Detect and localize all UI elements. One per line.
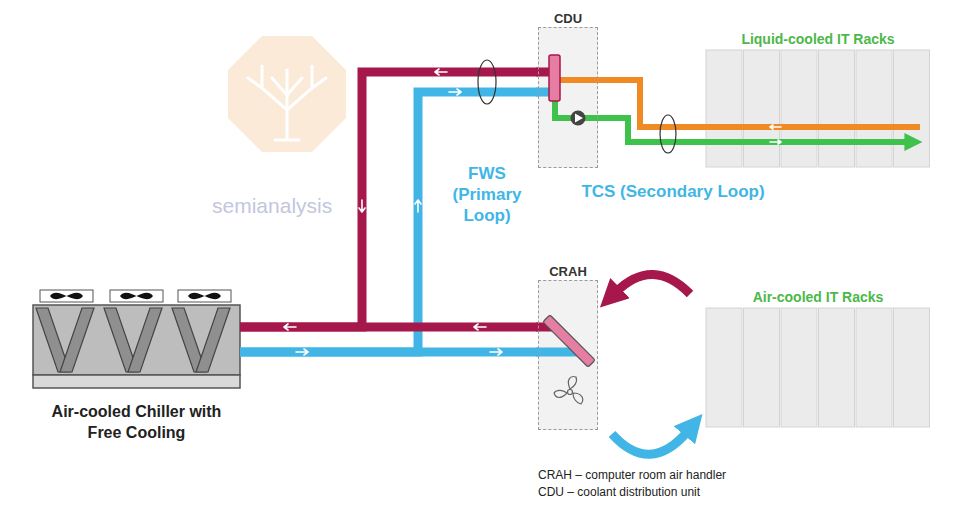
watermark-logo <box>228 36 346 152</box>
coolant-pipe <box>612 431 688 454</box>
node-heading: Liquid-cooled IT Racks <box>741 29 894 50</box>
node-heading: Air-cooled Chiller with Free Cooling <box>49 401 224 443</box>
flow-arrows <box>284 69 781 355</box>
chiller-unit: Air-cooled Chiller with Free Cooling <box>33 305 240 388</box>
rack-group: Liquid-cooled IT Racks <box>706 50 930 167</box>
rack-row <box>706 50 930 167</box>
abbreviation-note: CDU – coolant distribution unit <box>538 485 700 500</box>
rack-row <box>706 308 930 427</box>
abbreviation-note: CRAH – computer room air handler <box>538 468 726 483</box>
loop-callout <box>478 60 496 104</box>
loop-callout <box>660 115 676 153</box>
heat-exchanger <box>549 55 560 101</box>
cooling-coil <box>543 315 595 367</box>
coolant-pipe <box>598 118 908 142</box>
coolant-pipe <box>240 92 538 352</box>
coolant-pipe <box>598 80 920 127</box>
pump-symbol <box>571 111 586 126</box>
node-heading: CRAH <box>549 261 587 282</box>
loop-label: FWS (Primary Loop) <box>438 163 536 226</box>
node-heading: Air-cooled IT Racks <box>753 287 884 308</box>
coolant-pipe <box>240 348 538 357</box>
fan-symbol <box>554 377 583 404</box>
crah-box: CRAH <box>538 280 598 430</box>
chiller-illustration <box>33 290 240 388</box>
coolant-pipe <box>616 274 690 294</box>
rack-group: Air-cooled IT Racks <box>706 308 930 427</box>
watermark: semianalysis <box>212 194 332 218</box>
cdu-box: CDU <box>538 27 598 168</box>
coolant-pipe <box>240 323 538 332</box>
loop-label: TCS (Secondary Loop) <box>578 181 768 202</box>
node-heading: CDU <box>554 8 582 29</box>
